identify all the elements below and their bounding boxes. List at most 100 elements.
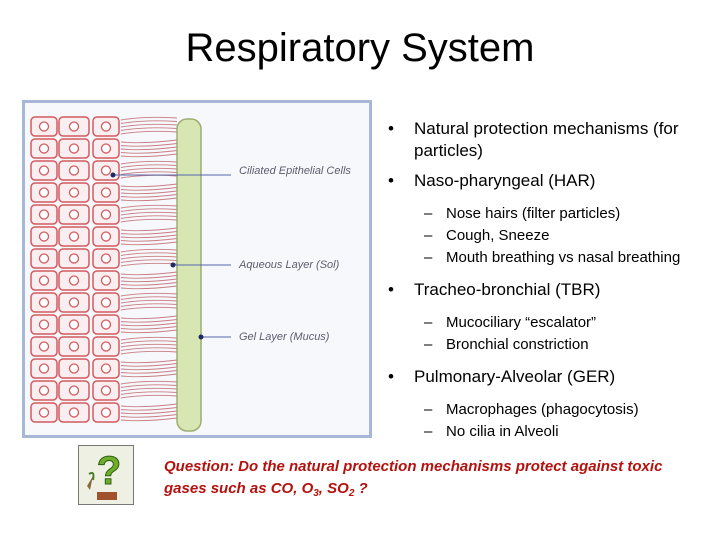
cilium xyxy=(120,306,178,311)
cilium xyxy=(120,322,178,327)
cilium xyxy=(120,285,178,290)
cilium xyxy=(120,231,178,235)
cell-nucleus xyxy=(38,297,50,308)
cilium xyxy=(120,414,178,418)
cilium xyxy=(120,116,178,121)
cell-nucleus xyxy=(38,275,50,286)
cilium xyxy=(120,282,178,286)
cilium xyxy=(120,370,178,374)
cilium xyxy=(120,373,178,378)
cell-nucleus xyxy=(68,319,80,330)
cilium xyxy=(120,215,178,219)
dash-marker: – xyxy=(424,401,433,418)
cilium xyxy=(120,204,178,209)
cell-nucleus xyxy=(100,385,112,396)
cell-nucleus xyxy=(100,253,112,264)
cilium xyxy=(120,227,178,232)
cilium xyxy=(120,417,178,422)
list-item-level2: –Bronchial constriction xyxy=(384,335,704,354)
cell-nucleus xyxy=(38,253,50,264)
question-mark-plant-icon: ? xyxy=(78,445,134,505)
cell-nucleus xyxy=(68,407,80,418)
bullet-text: Tracheo-bronchial (TBR) xyxy=(414,280,601,299)
list-item-level2: –Macrophages (phagocytosis) xyxy=(384,400,704,419)
ciliated-epithelium-figure: Ciliated Epithelial Cells Aqueous Layer … xyxy=(22,100,372,438)
cell-nucleus xyxy=(68,275,80,286)
gel-pointer-dot xyxy=(198,334,204,340)
list-item-level1: • Tracheo-bronchial (TBR) xyxy=(384,279,704,301)
cell-nucleus xyxy=(38,385,50,396)
cilium xyxy=(120,319,178,323)
svg-text:?: ? xyxy=(97,449,121,493)
sub-bullet-text: Macrophages (phagocytosis) xyxy=(446,401,639,418)
cilium xyxy=(120,407,178,411)
cilium xyxy=(120,127,178,131)
cilium xyxy=(120,340,178,344)
aqueous-layer-label: Aqueous Layer (Sol) xyxy=(239,259,340,271)
bullet-dot: • xyxy=(388,367,394,386)
cilium xyxy=(120,271,178,276)
sub-bullet-text: Nose hairs (filter particles) xyxy=(446,205,621,222)
cilium xyxy=(120,211,178,216)
cilium xyxy=(120,350,178,355)
cilia-strands xyxy=(120,116,178,422)
question-mark-icon: ? xyxy=(79,446,133,504)
so2-subscript: 2 xyxy=(348,488,355,499)
cell-nucleus xyxy=(100,319,112,330)
dash-marker: – xyxy=(424,227,433,244)
question-end: ? xyxy=(354,480,368,497)
cilium xyxy=(120,197,178,202)
cell-nucleus xyxy=(68,341,80,352)
cell-nucleus xyxy=(68,297,80,308)
cell-nucleus xyxy=(38,165,50,176)
aqueous-pointer-dot xyxy=(170,262,176,268)
bullet-dot: • xyxy=(388,171,394,190)
cell-nucleus xyxy=(68,143,80,154)
cell-nucleus xyxy=(38,407,50,418)
cilium xyxy=(120,160,178,165)
cilium xyxy=(120,139,178,144)
cilium xyxy=(120,238,178,242)
cell-nucleus xyxy=(38,187,50,198)
dash-marker: – xyxy=(424,314,433,331)
bullet-text: Pulmonary-Alveolar (GER) xyxy=(414,367,616,386)
cilium xyxy=(120,315,178,320)
cilium xyxy=(120,252,178,256)
cilium xyxy=(120,387,178,392)
cilium xyxy=(120,343,178,348)
dash-marker: – xyxy=(424,205,433,222)
epithelium-diagram xyxy=(25,103,369,435)
cilium xyxy=(120,359,178,364)
cell-nucleus xyxy=(100,341,112,352)
cilium xyxy=(120,241,178,246)
cilium xyxy=(120,164,178,168)
sub-bullet-text: Mucociliary “escalator” xyxy=(446,314,597,331)
gel-layer-label: Gel Layer (Mucus) xyxy=(239,331,330,343)
o3-subscript: 3 xyxy=(313,488,319,499)
cell-nucleus xyxy=(68,187,80,198)
epithelial-cells xyxy=(30,116,120,423)
cilium xyxy=(120,194,178,198)
cilium xyxy=(120,120,178,124)
cell-nucleus xyxy=(68,253,80,264)
cilium xyxy=(120,146,178,151)
cell-nucleus xyxy=(68,231,80,242)
cell-nucleus xyxy=(100,231,112,242)
cilium xyxy=(120,303,178,307)
cell-nucleus xyxy=(100,275,112,286)
question-main: Question: Do the natural protection mech… xyxy=(164,458,663,497)
mucus-gel-column xyxy=(176,118,202,432)
cilium xyxy=(120,259,178,263)
cell-nucleus xyxy=(38,319,50,330)
cell-nucleus xyxy=(100,187,112,198)
cell-nucleus xyxy=(68,363,80,374)
question-text: Question: Do the natural protection mech… xyxy=(164,456,684,500)
cilium xyxy=(120,208,178,212)
ciliated-epithelial-label: Ciliated Epithelial Cells xyxy=(239,165,351,177)
cell-nucleus xyxy=(100,407,112,418)
list-item-level1: •Natural protection mechanisms (for part… xyxy=(384,118,704,162)
cilium xyxy=(120,187,178,191)
bullet-dot: • xyxy=(388,280,394,299)
cell-nucleus xyxy=(68,209,80,220)
cell-nucleus xyxy=(100,121,112,132)
